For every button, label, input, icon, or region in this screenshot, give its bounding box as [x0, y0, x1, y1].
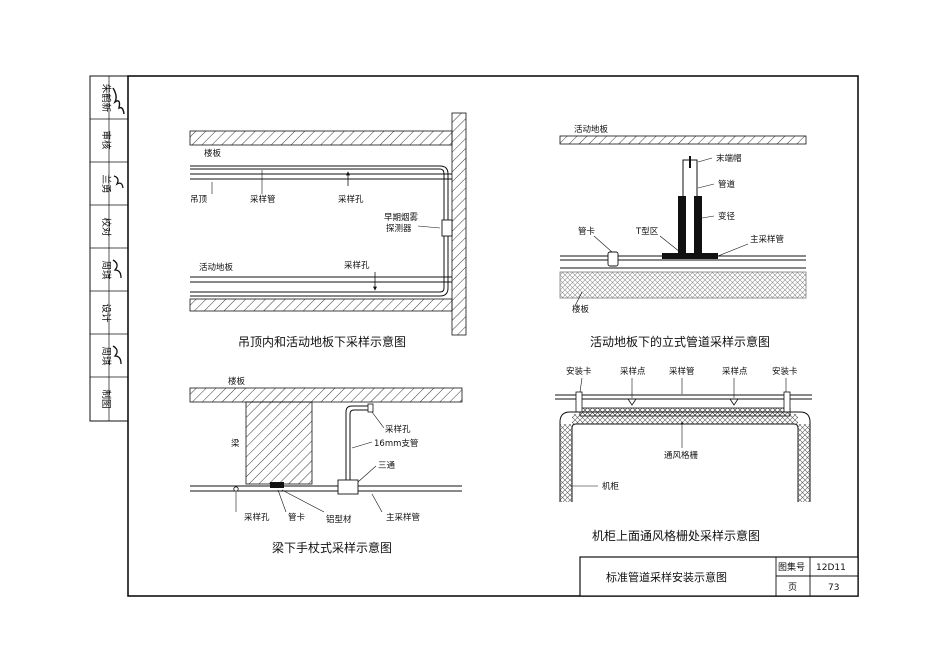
- d4-label-pipe: 采样管: [669, 366, 695, 377]
- side-cell-3: 校对: [100, 217, 112, 237]
- d1-caption: 吊顶内和活动地板下采样示意图: [238, 334, 406, 349]
- side-cell-6: 周琪: [100, 346, 112, 366]
- title-block-title: 标准管道采样安装示意图: [606, 570, 727, 584]
- signature-mark: [112, 345, 122, 365]
- d1-label-raised-floor: 活动地板: [199, 262, 234, 273]
- d4-label-point-right: 采样点: [722, 366, 748, 377]
- title-block-page-value: 73: [828, 583, 839, 593]
- d4-caption: 机柜上面通风格栅处采样示意图: [592, 528, 760, 543]
- d1-label-sample-hole-2: 采样孔: [344, 260, 370, 271]
- d1-label-detector-1: 早期烟雾: [384, 213, 419, 223]
- d2-label-raised-floor: 活动地板: [574, 124, 609, 135]
- d1-label-ceiling: 吊顶: [190, 195, 208, 205]
- title-block: 标准管道采样安装示意图 图集号 12D11 页 73: [579, 556, 859, 597]
- d1-label-sample-hole-1: 采样孔: [338, 194, 364, 205]
- d1-label-detector-2: 探测器: [386, 223, 412, 234]
- title-block-page-label: 页: [788, 582, 797, 593]
- d3-label-branch-pipe: 16mm支管: [374, 438, 418, 449]
- d3-label-aluminium: 铝型材: [326, 514, 352, 525]
- side-cell-4: 周琪: [100, 260, 112, 280]
- diagram-cabinet-grille: 安装卡 采样点 采样管 采样点 安装卡 通风格栅 机柜 机柜上面通风格栅处采样示…: [555, 366, 812, 543]
- d4-label-point-left: 采样点: [620, 366, 646, 377]
- title-block-atlas-value: 12D11: [816, 563, 846, 573]
- side-cell-7: 制图: [100, 389, 112, 408]
- side-cell-5: 设计: [100, 303, 112, 323]
- d4-label-grille: 通风格栅: [664, 450, 699, 461]
- d2-label-pipe: 管道: [718, 179, 736, 190]
- d3-label-floor: 楼板: [228, 376, 246, 387]
- d4-label-clip-left: 安装卡: [566, 366, 592, 377]
- diagram-vertical-pipe: 活动地板 末端帽 管道 变径 管卡 T型区 主采样管 楼板 活动地板下的立式管道…: [559, 124, 807, 349]
- diagram-cane-sampling: 楼板 梁 采样孔 16mm支管 三通 采样孔 管卡 铝型材 主采样管 梁下手杖式…: [189, 376, 463, 555]
- signature-mark: [112, 259, 122, 279]
- d3-label-sample-hole-top: 采样孔: [385, 424, 411, 435]
- title-block-atlas-label: 图集号: [778, 561, 805, 573]
- diagram-ceiling-raised-floor: 楼板 吊顶 采样管 采样孔 早期烟雾 探测器 活动地板 采样孔 吊顶内和活动地板…: [189, 112, 467, 349]
- signature-mark: [113, 175, 124, 189]
- d1-label-floor: 楼板: [204, 148, 222, 159]
- d2-label-t-zone: T型区: [635, 227, 659, 237]
- signature-mark: [112, 87, 125, 115]
- d3-label-beam: 梁: [231, 439, 240, 449]
- d4-label-clip-right: 安装卡: [772, 366, 798, 377]
- side-cell-2: 兰勇: [100, 174, 112, 193]
- d3-label-tee: 三通: [378, 460, 396, 471]
- d2-label-end-cap: 末端帽: [716, 153, 742, 164]
- d3-caption: 梁下手杖式采样示意图: [272, 540, 392, 555]
- d2-caption: 活动地板下的立式管道采样示意图: [590, 334, 770, 349]
- d4-label-cabinet: 机柜: [602, 481, 620, 492]
- d2-label-pipe-clip: 管卡: [578, 226, 596, 237]
- d2-label-reducer: 变径: [718, 211, 736, 222]
- d1-label-sample-pipe: 采样管: [250, 194, 276, 205]
- d3-label-sample-hole: 采样孔: [244, 512, 270, 523]
- side-strip: 朱鹤新 审核 兰勇 校对 周琪 设计 周琪 制图: [89, 75, 129, 422]
- d3-label-main-pipe: 主采样管: [386, 512, 420, 523]
- d2-label-main-pipe: 主采样管: [750, 234, 784, 245]
- d2-label-floor: 楼板: [572, 304, 590, 315]
- d3-label-pipe-clip: 管卡: [288, 512, 306, 523]
- side-cell-0: 朱鹤新: [100, 84, 112, 113]
- side-cell-1: 审核: [100, 130, 112, 150]
